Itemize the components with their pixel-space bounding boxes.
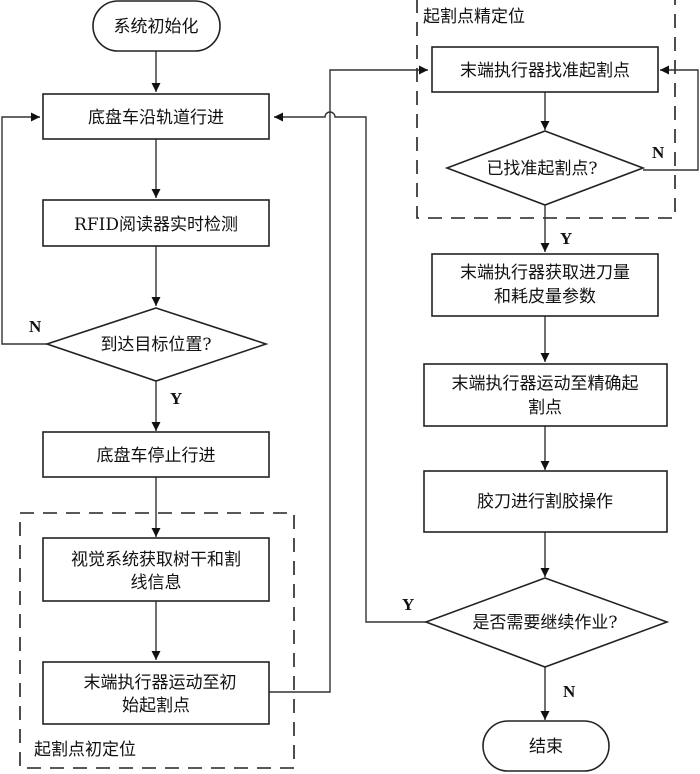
node-continue — [423, 577, 670, 668]
node-vision-text-line2: 线信息 — [131, 573, 182, 593]
label-aligned-yes: Y — [560, 229, 572, 248]
node-aligned — [444, 130, 646, 206]
label-continue-no: N — [563, 682, 576, 701]
node-reach-target-text: 到达目标位置? — [100, 335, 211, 355]
node-rfid — [42, 199, 270, 247]
node-move-rail-text: 底盘车沿轨道行进 — [88, 108, 224, 128]
group-label-precise-positioning: 起割点精定位 — [423, 7, 525, 27]
node-aligned-text: 已找准起割点? — [486, 159, 597, 179]
node-reach-target — [44, 307, 269, 382]
node-move-rail — [42, 93, 270, 140]
node-params — [431, 253, 659, 317]
node-params-text-line1: 末端执行器获取进刀量 — [460, 263, 630, 283]
node-move-initial-text-line2: 始起割点 — [122, 696, 190, 716]
node-align-text: 末端执行器找准起割点 — [460, 61, 630, 81]
node-continue-text: 是否需要继续作业? — [472, 613, 617, 633]
node-cut-text: 胶刀进行割胶操作 — [477, 492, 613, 512]
node-move-initial-text-line1: 末端执行器运动至初 — [84, 673, 237, 693]
label-reach-no: N — [29, 317, 42, 336]
label-reach-yes: Y — [170, 389, 182, 408]
node-move-precise-text-line2: 割点 — [528, 398, 562, 418]
group-precise-positioning — [416, 0, 676, 219]
node-init — [92, 0, 221, 52]
label-continue-yes: Y — [402, 595, 414, 614]
node-init-text: 系统初始化 — [114, 17, 199, 37]
node-params-text-line2: 和耗皮量参数 — [494, 287, 596, 307]
node-rfid-text: RFID阅读器实时检测 — [74, 215, 238, 235]
node-cut — [423, 470, 668, 533]
connector-aligned-no-loop — [643, 65, 699, 171]
connector-reach-no-loop — [1, 112, 47, 345]
group-initial-positioning — [19, 512, 295, 769]
node-end-text: 结束 — [529, 737, 563, 757]
connector-initial-to-align — [269, 65, 428, 693]
node-move-initial — [42, 661, 270, 725]
node-stop-text: 底盘车停止行进 — [97, 446, 216, 466]
label-aligned-no: N — [652, 143, 665, 162]
node-end — [482, 720, 610, 772]
node-move-precise — [423, 363, 668, 427]
node-vision-text-line1: 视觉系统获取树干和割 — [71, 550, 241, 570]
node-vision — [42, 537, 270, 602]
node-align — [431, 46, 659, 93]
group-label-initial-positioning: 起割点初定位 — [34, 740, 136, 760]
node-move-precise-text-line1: 末端执行器运动至精确起 — [452, 374, 639, 394]
node-stop — [42, 431, 270, 478]
connector-continue-yes-loop — [274, 111, 428, 623]
